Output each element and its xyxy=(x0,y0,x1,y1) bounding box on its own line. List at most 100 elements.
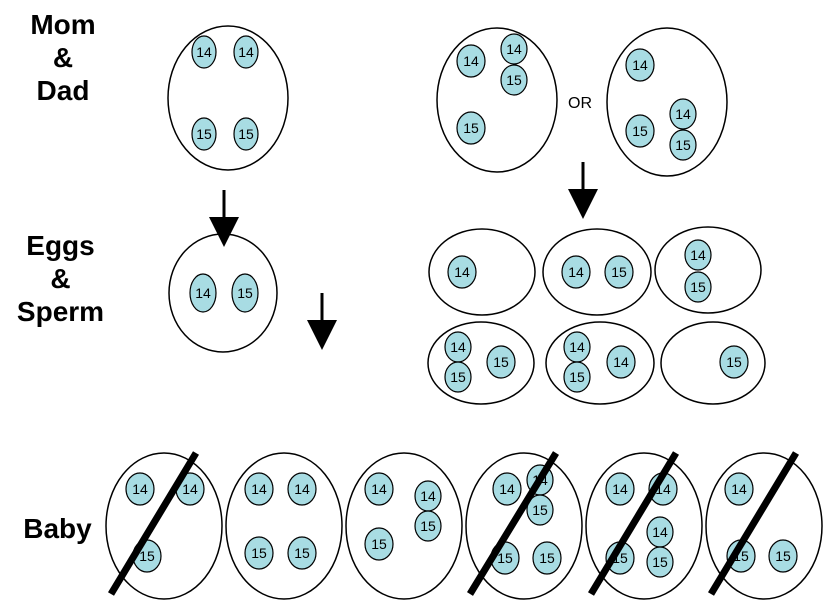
chromosome-14: 14 xyxy=(125,472,155,506)
chromosome-label: 15 xyxy=(726,354,742,370)
chromosome-label: 15 xyxy=(532,502,548,518)
chromosome-label: 14 xyxy=(420,488,436,504)
chromosome-label: 15 xyxy=(539,550,555,566)
chromosome-label: 15 xyxy=(294,545,310,561)
gamete-cell-5 xyxy=(545,321,655,405)
chromosome-14: 14 xyxy=(606,345,636,379)
chromosome-15: 15 xyxy=(233,117,259,151)
chromosome-shape xyxy=(563,361,591,393)
label-ampersand-2: & xyxy=(50,263,71,294)
chromosome-label: 14 xyxy=(675,106,691,122)
label-dad: Dad xyxy=(36,75,90,106)
chromosome-shape xyxy=(364,527,394,561)
chromosome-label: 14 xyxy=(632,57,648,73)
chromosome-15: 15 xyxy=(604,255,634,289)
chromosome-15: 15 xyxy=(456,111,486,145)
label-baby: Baby xyxy=(23,513,92,544)
chromosome-label: 14 xyxy=(196,44,212,60)
chromosome-15: 15 xyxy=(646,546,674,578)
chromosome-label: 14 xyxy=(612,481,628,497)
chromosome-14: 14 xyxy=(456,44,486,78)
chromosome-label: 14 xyxy=(463,53,479,69)
chromosome-15: 15 xyxy=(768,539,798,573)
chromosome-shape xyxy=(625,114,655,148)
chromosome-14: 14 xyxy=(364,472,394,506)
chromosome-label: 14 xyxy=(613,354,629,370)
chromosome-shape xyxy=(561,255,591,289)
slash-baby-5 xyxy=(588,451,679,596)
chromosome-label: 15 xyxy=(251,545,267,561)
gamete-cell-3 xyxy=(654,226,762,314)
chromosome-shape xyxy=(625,48,655,82)
chromosome-14: 14 xyxy=(244,472,274,506)
baby-cell-2 xyxy=(225,452,343,600)
chromosome-label: 15 xyxy=(569,369,585,385)
chromosome-label: 14 xyxy=(499,481,515,497)
chromosome-label: 15 xyxy=(237,285,253,301)
chromosome-shape xyxy=(500,33,528,65)
chromosome-14: 14 xyxy=(563,331,591,363)
chromosome-14: 14 xyxy=(625,48,655,82)
chromosome-shape xyxy=(364,472,394,506)
chromosome-shape xyxy=(244,536,274,570)
chromosome-14: 14 xyxy=(414,480,442,512)
chromosome-label: 14 xyxy=(450,339,466,355)
chromosome-15: 15 xyxy=(486,345,516,379)
gamete-cell-6 xyxy=(660,321,766,405)
chromosome-15: 15 xyxy=(287,536,317,570)
chromosome-label: 15 xyxy=(675,137,691,153)
chromosome-shape xyxy=(684,239,712,271)
chromosome-shape xyxy=(191,117,217,151)
label-ampersand-1: & xyxy=(52,42,74,73)
chromosome-label: 14 xyxy=(371,481,387,497)
slash-baby-6 xyxy=(708,451,799,596)
chromosome-14: 14 xyxy=(447,255,477,289)
chromosome-14: 14 xyxy=(191,35,217,69)
chromosome-label: 14 xyxy=(569,339,585,355)
parent-cell-carrier-2 xyxy=(606,27,728,177)
chromosome-shape xyxy=(719,345,749,379)
chromosome-shape xyxy=(500,64,528,96)
or-label: OR xyxy=(568,95,592,112)
gamete-cell-4 xyxy=(427,321,535,405)
chromosome-14: 14 xyxy=(287,472,317,506)
chromosome-15: 15 xyxy=(532,541,562,575)
slash-baby-4 xyxy=(467,451,559,596)
baby-cell-1 xyxy=(105,452,223,600)
parent-cell-carrier-1 xyxy=(436,27,558,173)
chromosome-shape xyxy=(605,472,635,506)
chromosome-shape xyxy=(604,255,634,289)
chromosome-shape xyxy=(606,345,636,379)
chromosome-14: 14 xyxy=(561,255,591,289)
chromosome-14: 14 xyxy=(444,331,472,363)
chromosome-shape xyxy=(456,44,486,78)
chromosome-shape xyxy=(125,472,155,506)
chromosome-label: 14 xyxy=(652,524,668,540)
row-label-gametes: Eggs & Sperm xyxy=(8,229,113,328)
chromosome-15: 15 xyxy=(364,527,394,561)
chromosome-label: 14 xyxy=(568,264,584,280)
label-eggs: Eggs xyxy=(26,230,95,261)
chromosome-14: 14 xyxy=(189,273,217,313)
chromosome-shape xyxy=(231,273,259,313)
chromosome-label: 15 xyxy=(652,554,668,570)
label-sperm: Sperm xyxy=(16,296,105,327)
chromosome-14: 14 xyxy=(605,472,635,506)
chromosome-label: 15 xyxy=(506,72,522,88)
parent-cell-normal xyxy=(167,25,289,171)
chromosome-14: 14 xyxy=(684,239,712,271)
gamete-cell-1 xyxy=(428,228,536,316)
chromosome-shape xyxy=(456,111,486,145)
chromosome-label: 14 xyxy=(454,264,470,280)
chromosome-shape xyxy=(287,536,317,570)
slash-baby-1 xyxy=(108,451,199,596)
row-label-baby: Baby xyxy=(10,512,105,545)
chromosome-label: 15 xyxy=(611,264,627,280)
chromosome-shape xyxy=(492,472,522,506)
gamete-cell-2 xyxy=(542,228,652,316)
chromosome-14: 14 xyxy=(646,516,674,548)
chromosome-15: 15 xyxy=(444,361,472,393)
chromosome-14: 14 xyxy=(492,472,522,506)
chromosome-14: 14 xyxy=(500,33,528,65)
